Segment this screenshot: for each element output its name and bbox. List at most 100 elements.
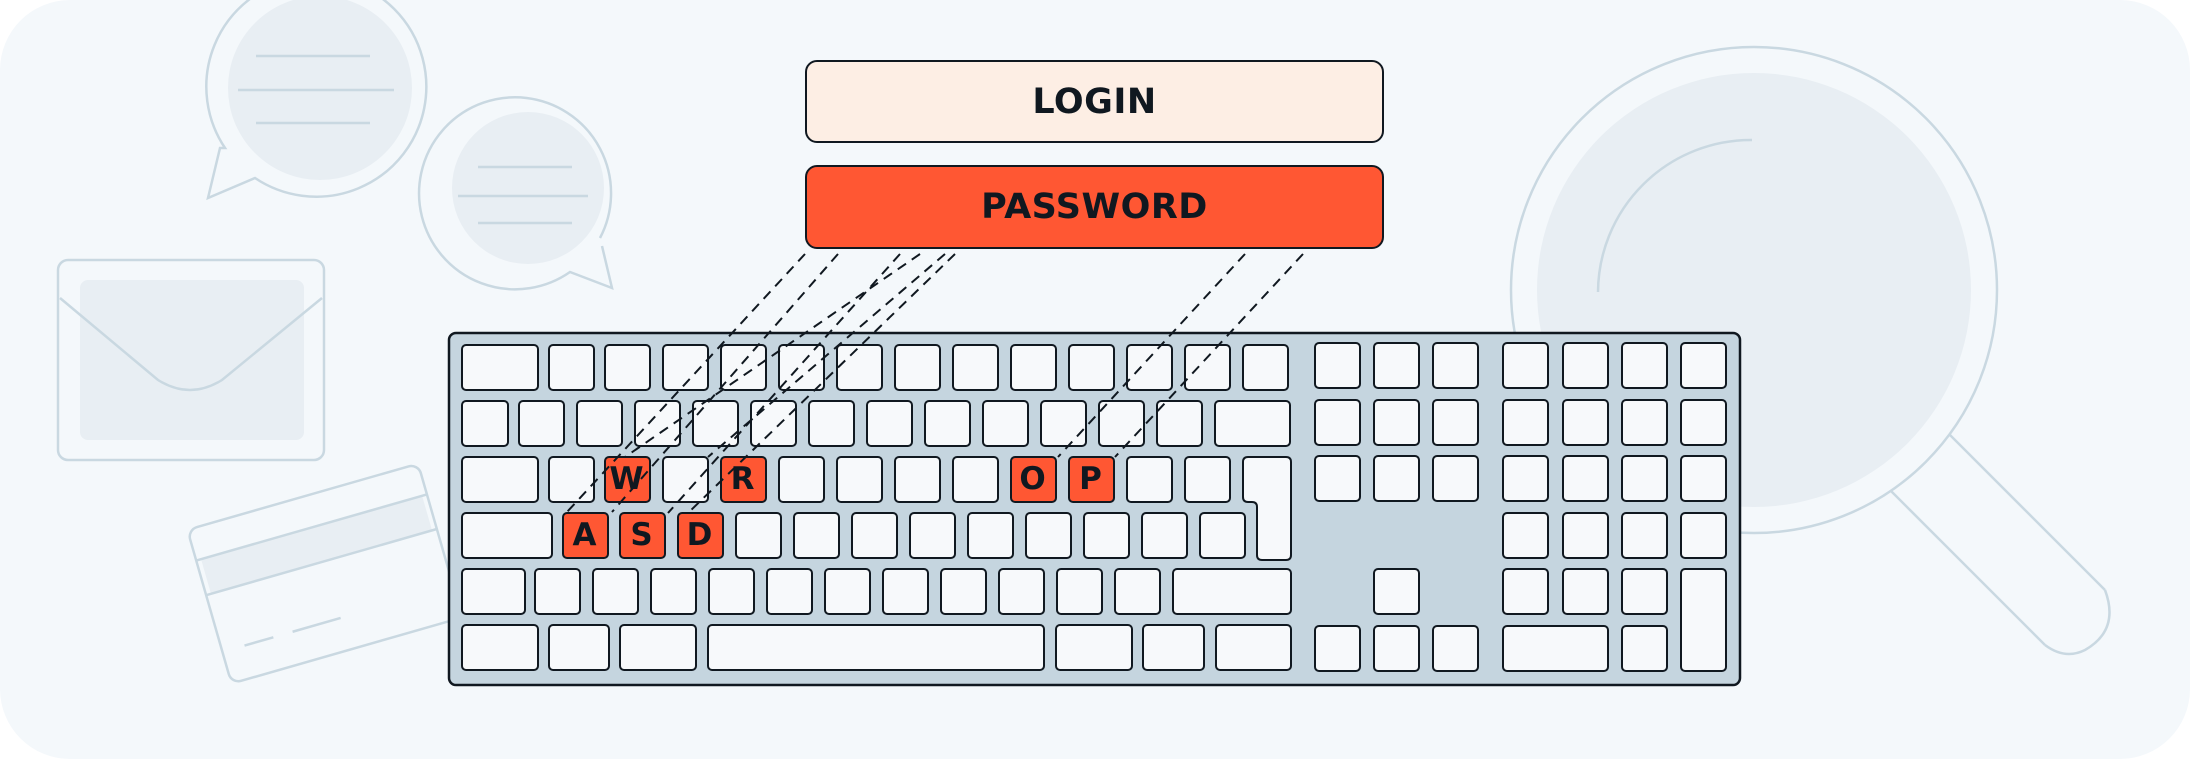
key[interactable] [619, 624, 697, 671]
key[interactable] [1172, 568, 1292, 615]
key-o[interactable] [1010, 456, 1057, 503]
key[interactable] [1373, 625, 1420, 672]
key-a[interactable] [562, 512, 609, 559]
key[interactable] [1502, 512, 1549, 559]
key-p[interactable] [1068, 456, 1115, 503]
key[interactable] [1126, 344, 1173, 391]
key[interactable] [982, 400, 1029, 447]
key[interactable] [1680, 399, 1727, 446]
key[interactable] [1680, 568, 1727, 672]
key[interactable] [518, 400, 565, 447]
key[interactable] [461, 512, 553, 559]
key[interactable] [778, 344, 825, 391]
key[interactable] [1184, 344, 1231, 391]
key[interactable] [1502, 568, 1549, 615]
key[interactable] [461, 568, 526, 615]
key[interactable] [1502, 625, 1609, 672]
key[interactable] [952, 344, 999, 391]
key[interactable] [1068, 344, 1115, 391]
key[interactable] [1314, 342, 1361, 389]
key[interactable] [1621, 512, 1668, 559]
key[interactable] [967, 512, 1014, 559]
key[interactable] [750, 400, 797, 447]
login-field[interactable]: LOGIN [805, 60, 1384, 143]
key[interactable] [707, 624, 1045, 671]
key[interactable] [866, 400, 913, 447]
key[interactable] [1432, 399, 1479, 446]
key[interactable] [1680, 512, 1727, 559]
key[interactable] [735, 512, 782, 559]
key[interactable] [909, 512, 956, 559]
key[interactable] [1680, 455, 1727, 502]
key[interactable] [824, 568, 871, 615]
key[interactable] [808, 400, 855, 447]
key[interactable] [894, 456, 941, 503]
key[interactable] [1025, 512, 1072, 559]
key[interactable] [1562, 512, 1609, 559]
key[interactable] [1432, 625, 1479, 672]
key[interactable] [1502, 455, 1549, 502]
key-r[interactable] [720, 456, 767, 503]
key-s[interactable] [619, 512, 666, 559]
key[interactable] [1621, 399, 1668, 446]
key[interactable] [1040, 400, 1087, 447]
key[interactable] [1621, 568, 1668, 615]
key[interactable] [940, 568, 987, 615]
key[interactable] [461, 344, 539, 391]
key[interactable] [1562, 399, 1609, 446]
key[interactable] [882, 568, 929, 615]
key[interactable] [592, 568, 639, 615]
key[interactable] [650, 568, 697, 615]
key[interactable] [924, 400, 971, 447]
key[interactable] [793, 512, 840, 559]
key[interactable] [836, 344, 883, 391]
key[interactable] [662, 456, 709, 503]
key[interactable] [1373, 342, 1420, 389]
key[interactable] [851, 512, 898, 559]
key[interactable] [548, 456, 595, 503]
key[interactable] [1562, 455, 1609, 502]
key[interactable] [1621, 455, 1668, 502]
key[interactable] [766, 568, 813, 615]
key[interactable] [952, 456, 999, 503]
key[interactable] [461, 624, 539, 671]
key[interactable] [1184, 456, 1231, 503]
key[interactable] [1373, 455, 1420, 502]
key[interactable] [634, 400, 681, 447]
key[interactable] [708, 568, 755, 615]
key[interactable] [1621, 342, 1668, 389]
key[interactable] [1156, 400, 1203, 447]
key[interactable] [1373, 399, 1420, 446]
key[interactable] [548, 344, 595, 391]
key[interactable] [1114, 568, 1161, 615]
password-field[interactable]: PASSWORD [805, 165, 1384, 249]
key[interactable] [1215, 624, 1292, 671]
key[interactable] [1055, 624, 1133, 671]
key[interactable] [1432, 342, 1479, 389]
key[interactable] [692, 400, 739, 447]
key[interactable] [894, 344, 941, 391]
key[interactable] [1242, 344, 1289, 391]
key[interactable] [1432, 455, 1479, 502]
key[interactable] [534, 568, 581, 615]
key[interactable] [662, 344, 709, 391]
key[interactable] [1010, 344, 1057, 391]
key[interactable] [1562, 342, 1609, 389]
key[interactable] [604, 344, 651, 391]
key[interactable] [1621, 625, 1668, 672]
key[interactable] [1098, 400, 1145, 447]
key[interactable] [1141, 512, 1188, 559]
key[interactable] [461, 400, 509, 447]
key[interactable] [1314, 455, 1361, 502]
key[interactable] [998, 568, 1045, 615]
key[interactable] [1562, 568, 1609, 615]
key[interactable] [1373, 568, 1420, 615]
key-d[interactable] [677, 512, 724, 559]
key[interactable] [1314, 625, 1361, 672]
key[interactable] [1126, 456, 1173, 503]
key[interactable] [1056, 568, 1103, 615]
key[interactable] [778, 456, 825, 503]
key[interactable] [1214, 400, 1291, 447]
key[interactable] [1680, 342, 1727, 389]
key[interactable] [1199, 512, 1246, 559]
